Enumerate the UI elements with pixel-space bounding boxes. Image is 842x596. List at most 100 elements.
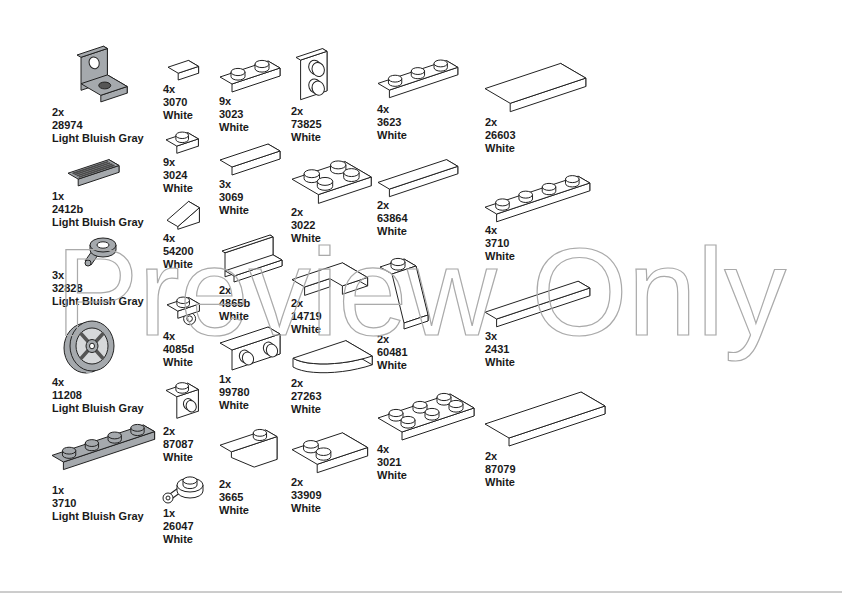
part-color: White	[163, 182, 193, 195]
watermark: Preview Only	[56, 230, 786, 354]
part-quantity: 2x	[291, 105, 303, 118]
part-face	[166, 133, 198, 147]
part-detail	[176, 132, 189, 138]
part-number: 28974	[52, 119, 83, 132]
part-face	[292, 433, 368, 465]
part-number: 3024	[163, 169, 187, 182]
part-detail	[425, 408, 439, 415]
part-detail	[253, 429, 266, 436]
part-detail	[99, 82, 111, 89]
part-quantity: 9x	[163, 156, 175, 169]
part-detail	[413, 401, 427, 408]
part-quantity: 4x	[52, 376, 64, 389]
part-face	[68, 160, 119, 180]
part-icon	[166, 132, 198, 153]
part-quantity: 2x	[485, 450, 497, 463]
part-color: White	[219, 504, 249, 517]
part-quantity: 1x	[52, 190, 64, 203]
part-number: 3069	[219, 191, 243, 204]
part-icon	[168, 60, 199, 80]
part-face	[220, 61, 280, 84]
part-number: 27263	[291, 390, 322, 403]
part-quantity: 1x	[219, 373, 231, 386]
part-color: White	[485, 356, 515, 369]
part-detail	[388, 75, 401, 82]
part-detail	[437, 393, 451, 400]
part-icon	[292, 433, 368, 473]
part-face	[296, 49, 327, 61]
part-quantity: 4x	[377, 443, 389, 456]
part-face	[167, 201, 199, 226]
part-icon	[485, 176, 590, 222]
part-icon	[68, 160, 119, 186]
part-number: 99780	[219, 386, 250, 399]
part-detail	[87, 55, 101, 70]
part-face	[485, 176, 590, 214]
part-quantity: 2x	[377, 199, 389, 212]
part-icon	[166, 383, 198, 419]
part-detail	[310, 79, 326, 97]
part-number: 3070	[163, 96, 187, 109]
part-color: White	[163, 451, 193, 464]
part-face	[378, 61, 458, 91]
part-number: 63864	[377, 212, 408, 225]
part-icon	[220, 60, 280, 92]
part-icon	[163, 477, 203, 503]
part-face	[166, 383, 198, 397]
part-color: White	[377, 129, 407, 142]
part-detail	[566, 176, 580, 183]
part-icon	[220, 429, 277, 467]
part-icon	[292, 161, 371, 203]
page-rule	[0, 592, 842, 593]
part-number: 3021	[377, 456, 401, 469]
part-icon	[52, 424, 155, 469]
part-detail	[310, 61, 326, 79]
part-color: Light Bluish Gray	[52, 132, 144, 145]
part-detail	[401, 416, 415, 423]
part-face	[378, 160, 458, 190]
part-icon	[378, 60, 458, 98]
part-color: Light Bluish Gray	[52, 216, 144, 229]
part-quantity: 2x	[291, 377, 303, 390]
part-quantity: 3x	[219, 178, 231, 191]
part-face	[389, 67, 457, 97]
part-face	[292, 162, 371, 195]
part-icon	[296, 49, 327, 100]
part-color: White	[163, 533, 193, 546]
part-color: White	[291, 502, 321, 515]
part-number: 11208	[52, 389, 82, 402]
part-quantity: 2x	[163, 425, 175, 438]
part-face	[485, 392, 605, 438]
part-number: 3023	[219, 108, 243, 121]
part-face	[81, 75, 127, 95]
part-color: White	[377, 359, 407, 372]
part-number: 87087	[163, 438, 194, 451]
part-detail	[519, 191, 533, 198]
part-color: White	[377, 469, 407, 482]
part-number: 26603	[485, 129, 516, 142]
part-detail	[163, 493, 173, 503]
part-detail	[131, 424, 144, 431]
part-detail	[183, 477, 197, 484]
part-quantity: 2x	[219, 478, 231, 491]
part-detail	[496, 199, 510, 206]
part-detail	[316, 448, 331, 456]
part-detail	[317, 177, 332, 185]
part-face	[52, 425, 155, 462]
part-detail	[108, 432, 121, 439]
part-number: 87079	[485, 463, 516, 476]
part-detail	[166, 496, 170, 500]
part-detail	[255, 60, 269, 67]
part-face	[378, 394, 474, 432]
part-quantity: 1x	[163, 507, 175, 520]
part-color: Light Bluish Gray	[52, 510, 144, 523]
part-detail	[176, 383, 189, 389]
part-color: White	[291, 131, 321, 144]
part-icon	[220, 144, 280, 175]
part-detail	[185, 399, 198, 413]
part-detail	[304, 170, 319, 178]
part-detail	[389, 409, 403, 416]
part-detail	[331, 161, 346, 169]
